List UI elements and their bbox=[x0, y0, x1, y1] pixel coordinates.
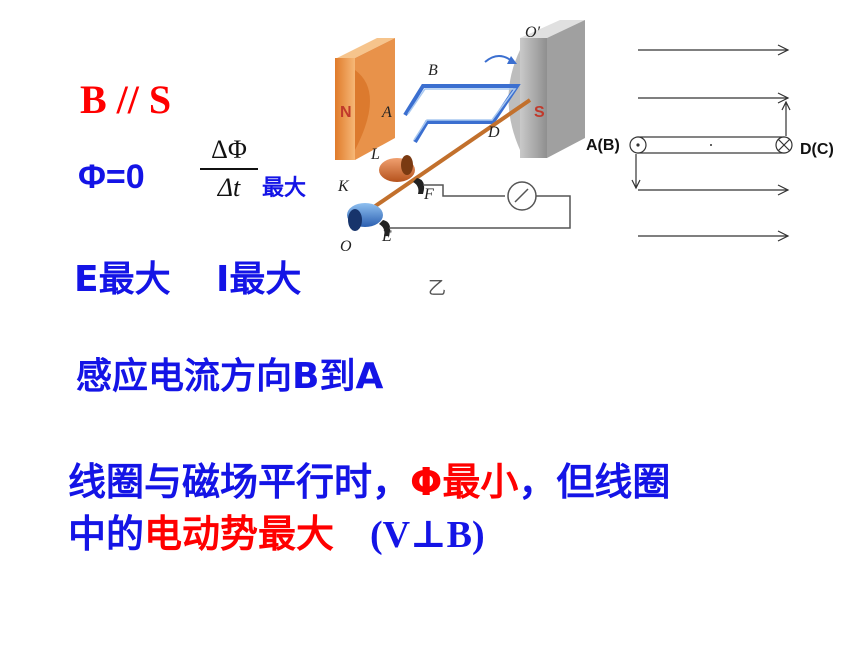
coil-loop bbox=[403, 84, 521, 144]
n-magnet-side bbox=[355, 38, 395, 160]
s-magnet-pole-face bbox=[508, 50, 520, 150]
galvanometer-needle bbox=[514, 188, 529, 203]
label-k: K bbox=[338, 178, 349, 195]
current-in-cross-2 bbox=[777, 138, 791, 152]
label-b: B bbox=[428, 62, 438, 79]
fraction-max-label: 最大 bbox=[262, 176, 307, 201]
label-n: N bbox=[340, 104, 352, 121]
slip-ring-blue-face bbox=[348, 209, 362, 231]
conclusion-line-2: 中的电动势最大 (V⊥B) bbox=[68, 512, 485, 557]
i-max-text: I最大 bbox=[216, 259, 302, 300]
rotation-arrowhead-icon bbox=[507, 56, 517, 64]
fraction-denominator: Δt bbox=[217, 173, 241, 202]
label-e: E bbox=[382, 228, 392, 245]
s-magnet-body bbox=[520, 38, 547, 158]
label-l: L bbox=[371, 146, 380, 163]
field-line-4 bbox=[638, 230, 790, 242]
figure-caption: 乙 bbox=[428, 278, 446, 299]
circuit-wire-return bbox=[389, 195, 571, 229]
slip-ring-copper-face bbox=[401, 155, 413, 175]
fraction-numerator: ΔΦ bbox=[211, 135, 247, 164]
label-dc: D(C) bbox=[800, 141, 834, 158]
n-magnet-body bbox=[335, 58, 355, 160]
phi-zero-text: Φ=0 bbox=[78, 158, 145, 196]
b-parallel-s-text: B // S bbox=[80, 77, 172, 122]
e-max-text: E最大 bbox=[74, 259, 171, 300]
s-magnet-top bbox=[520, 20, 585, 38]
s-magnet-side bbox=[547, 20, 585, 158]
conclusion-emf-max: 电动势最大 bbox=[144, 512, 335, 556]
generator-figure bbox=[335, 20, 585, 236]
fraction-bar bbox=[200, 168, 258, 170]
label-o-prime: O′ bbox=[525, 24, 541, 41]
coil-loop-inner bbox=[407, 88, 517, 141]
dphi-dt-fraction: ΔΦ Δt bbox=[200, 134, 258, 204]
velocity-up-arrow-icon bbox=[781, 100, 791, 136]
conclusion-formula: (V⊥B) bbox=[370, 514, 485, 556]
conclusion-line1-part-b: ，但线圈 bbox=[518, 460, 671, 504]
conclusion-line1-part-a: 线圈与磁场平行时， bbox=[68, 460, 411, 504]
current-out-dot bbox=[636, 143, 640, 147]
brush-e bbox=[379, 220, 391, 236]
field-line-1 bbox=[638, 44, 790, 56]
field-diagram bbox=[629, 44, 793, 242]
conclusion-line-1: 线圈与磁场平行时，Φ最小，但线圈 bbox=[68, 460, 670, 504]
label-a: A bbox=[382, 104, 392, 121]
label-f: F bbox=[424, 186, 434, 203]
axle-dot bbox=[710, 144, 712, 146]
conclusion-phi-min: Φ最小 bbox=[410, 460, 519, 504]
field-line-2 bbox=[638, 92, 790, 104]
label-o: O bbox=[340, 238, 352, 255]
n-magnet-pole-face bbox=[355, 70, 370, 150]
label-d: D bbox=[488, 124, 500, 141]
field-line-3 bbox=[638, 184, 790, 196]
conclusion-line2-part-a: 中的 bbox=[68, 512, 145, 556]
label-s: S bbox=[534, 104, 545, 121]
n-magnet-top bbox=[337, 38, 395, 58]
circuit-wire bbox=[423, 184, 505, 197]
label-ab: A(B) bbox=[586, 137, 620, 154]
current-direction-text: 感应电流方向B到A bbox=[76, 356, 384, 397]
axle bbox=[353, 98, 532, 222]
brush-f bbox=[413, 178, 425, 194]
velocity-down-arrow-icon bbox=[631, 154, 641, 190]
